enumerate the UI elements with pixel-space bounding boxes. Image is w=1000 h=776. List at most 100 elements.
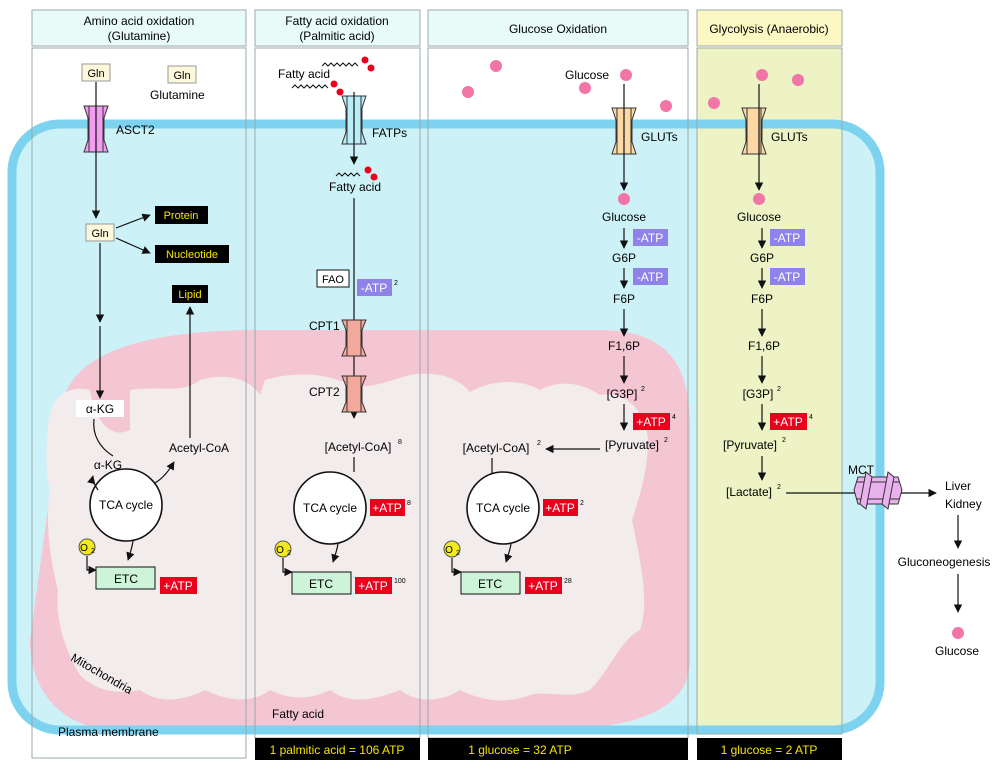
atp-plus-glucose-glyc-label: +ATP bbox=[636, 415, 665, 429]
f6p-label: F6P bbox=[613, 292, 635, 306]
atp-plus-glucose-glyc bbox=[633, 413, 670, 430]
amino-header-line1: Amino acid oxidation bbox=[84, 14, 195, 28]
amino-panel-border bbox=[31, 47, 247, 759]
acetyl-coa-amino: Acetyl-CoA bbox=[169, 441, 229, 455]
glucose-dot bbox=[490, 60, 502, 72]
atp-plus-etc-glucose-label: +ATP bbox=[528, 579, 557, 593]
atp-plus-tca-fatty bbox=[370, 499, 405, 516]
glucose-dot bbox=[620, 69, 632, 81]
atp-plus-tca-glucose-sup: 2 bbox=[580, 500, 584, 507]
atp-minus-glucose-2 bbox=[633, 268, 668, 285]
atp-plus-tca-glucose bbox=[543, 499, 578, 516]
tca-cycle-fatty bbox=[293, 471, 367, 545]
o2-fatty-text: O bbox=[276, 545, 284, 556]
fatty-header-line2: (Palmitic acid) bbox=[299, 29, 374, 43]
lipid-label: Lipid bbox=[178, 289, 201, 301]
fatty-acid-bottom: Fatty acid bbox=[272, 707, 324, 721]
glucose-dot bbox=[462, 86, 474, 98]
gln-box-outside bbox=[81, 63, 111, 82]
atp-plus-glucose-glyc-sup: 4 bbox=[672, 414, 676, 421]
lipid-box bbox=[172, 285, 208, 303]
etc-box-fatty bbox=[291, 571, 352, 595]
g3p-label-glyc: [G3P] bbox=[743, 387, 774, 401]
glucose-dot bbox=[579, 82, 591, 94]
glycolysis-panel-border bbox=[696, 47, 843, 735]
acetyl-coa-fatty-sup: 8 bbox=[398, 439, 402, 446]
o2-amino-text: O bbox=[80, 543, 88, 554]
atp-plus-etc-glucose bbox=[525, 577, 562, 594]
atp-minus-fao-sup: 2 bbox=[394, 280, 398, 287]
plasma-membrane bbox=[7, 119, 885, 735]
protein-box bbox=[155, 206, 208, 224]
f16p-label: F1,6P bbox=[608, 339, 640, 353]
fatty-acid-label-inside: Fatty acid bbox=[329, 180, 381, 194]
glucose-dot bbox=[792, 74, 804, 86]
gln-box-legend bbox=[167, 65, 197, 84]
acetyl-coa-fatty: [Acetyl-CoA] bbox=[325, 440, 392, 454]
glucose-header-box bbox=[427, 9, 689, 47]
akg-label-cycle: α-KG bbox=[94, 458, 122, 472]
akg-label-top: α-KG bbox=[86, 402, 114, 416]
atp-minus-glyc-2-label: -ATP bbox=[774, 270, 800, 284]
g3p-sup-glucose: 2 bbox=[641, 386, 645, 393]
atp-plus-glyc bbox=[770, 413, 807, 430]
pyruvate-label-glucose: [Pyruvate] bbox=[605, 438, 659, 452]
gluts-label-glycolysis: GLUTs bbox=[771, 130, 808, 144]
g3p-sup-glyc: 2 bbox=[777, 386, 781, 393]
o2-fatty-sub: 2 bbox=[287, 550, 291, 557]
cpt1-transporter bbox=[341, 319, 367, 357]
cpt1-label: CPT1 bbox=[309, 319, 340, 333]
etc-label-amino: ETC bbox=[114, 572, 138, 586]
glycolysis-header-title: Glycolysis (Anaerobic) bbox=[709, 22, 828, 36]
tca-cycle-amino bbox=[89, 468, 163, 542]
atp-plus-tca-fatty-sup: 8 bbox=[407, 500, 411, 507]
pyruvate-label-glyc: [Pyruvate] bbox=[723, 438, 777, 452]
atp-minus-glucose-1-label: -ATP bbox=[637, 231, 663, 245]
atp-minus-glucose-2-label: -ATP bbox=[637, 270, 663, 284]
atp-minus-glyc-1-label: -ATP bbox=[774, 231, 800, 245]
footer-fatty: 1 palmitic acid = 106 ATP bbox=[270, 743, 405, 757]
footer-glycolysis: 1 glucose = 2 ATP bbox=[721, 743, 818, 757]
atp-minus-fao-label: -ATP bbox=[361, 281, 387, 295]
atp-plus-etc-fatty bbox=[355, 577, 392, 594]
tca-cycle-glucose bbox=[466, 471, 540, 545]
atp-minus-glucose-1 bbox=[633, 229, 668, 246]
cpt2-label: CPT2 bbox=[309, 385, 340, 399]
protein-label: Protein bbox=[164, 210, 199, 222]
acetyl-coa-glucose-sup: 2 bbox=[537, 440, 541, 447]
f16p-label-glyc: F1,6P bbox=[748, 339, 780, 353]
gluts-transporter-glycolysis bbox=[741, 107, 767, 155]
footer-glycolysis-box bbox=[697, 738, 842, 760]
glucose-dot bbox=[708, 97, 720, 109]
atp-minus-glyc-2 bbox=[770, 268, 805, 285]
atp-minus-glyc-1 bbox=[770, 229, 805, 246]
etc-label-glucose: ETC bbox=[478, 577, 502, 591]
fatty-acid-chain-top bbox=[321, 62, 359, 67]
glycolysis-panel-fill bbox=[697, 48, 842, 734]
glycolysis-header-box bbox=[696, 9, 843, 47]
etc-box-amino bbox=[95, 566, 156, 590]
o2-glucose bbox=[443, 540, 461, 558]
glucose-dot bbox=[756, 69, 768, 81]
fatty-acid-label-outside: Fatty acid bbox=[278, 67, 330, 81]
kidney-label: Kidney bbox=[945, 497, 982, 511]
tca-label-glucose: TCA cycle bbox=[476, 501, 530, 515]
pyruvate-sup-glucose: 2 bbox=[664, 437, 668, 444]
acetyl-coa-glucose: [Acetyl-CoA] bbox=[463, 441, 530, 455]
footer-glucose-box bbox=[428, 738, 688, 760]
amino-header-box bbox=[31, 9, 247, 47]
g3p-label-glucose: [G3P] bbox=[607, 387, 638, 401]
footer-fatty-box bbox=[255, 738, 420, 760]
gluts-transporter-glucose bbox=[611, 107, 637, 155]
tca-label-amino: TCA cycle bbox=[99, 498, 153, 512]
o2-amino bbox=[78, 538, 96, 556]
cpt2-transporter bbox=[341, 375, 367, 413]
akg-box-top bbox=[76, 400, 124, 417]
gluconeogenesis-label: Gluconeogenesis bbox=[898, 555, 991, 569]
atp-plus-glyc-label: +ATP bbox=[773, 415, 802, 429]
atp-minus-fao bbox=[357, 279, 392, 296]
glucose-dot-inside bbox=[618, 193, 630, 205]
atp-plus-glyc-sup: 4 bbox=[809, 414, 813, 421]
atp-plus-etc-fatty-sup: 100 bbox=[394, 578, 406, 585]
